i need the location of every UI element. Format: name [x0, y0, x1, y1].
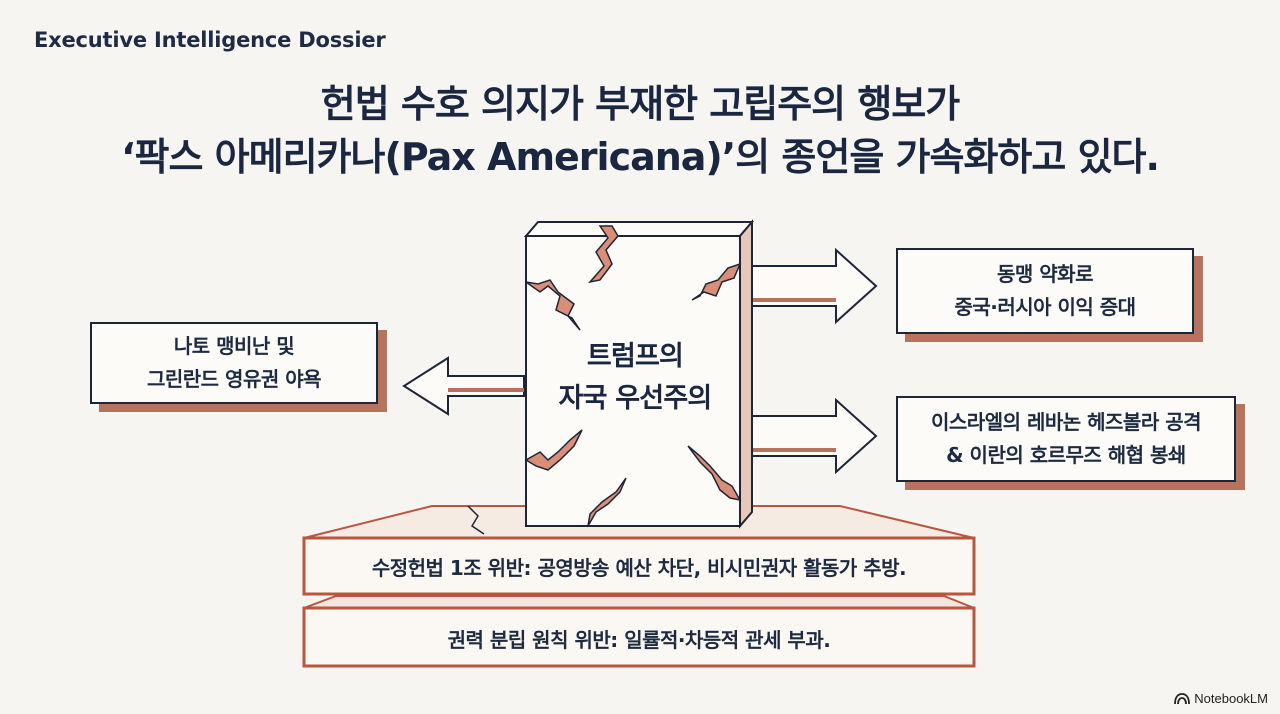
- title-line-1: 헌법 수호 의지가 부재한 고립주의 행보가: [320, 82, 960, 126]
- slab-crack: [467, 505, 485, 535]
- top-slab-front: [302, 536, 976, 596]
- foundation: [302, 505, 976, 668]
- center-label: 트럼프의 자국 우선주의: [525, 336, 745, 420]
- left-box-line-1: 나토 맹비난 및: [173, 334, 295, 358]
- right-bottom-box-line-1: 이스라엘의 레바논 헤즈볼라 공격: [931, 410, 1202, 434]
- pillar-front-face: [525, 235, 741, 527]
- left-arrow: [402, 356, 525, 416]
- title-line-2: ‘팍스 아메리카나(Pax Americana)’의 종언을 가속화하고 있다.: [121, 135, 1160, 179]
- pillar-top-face: [523, 221, 755, 237]
- kicker: Executive Intelligence Dossier: [34, 28, 386, 52]
- right-top-box: 동맹 약화로 중국·러시아 이익 증대: [896, 248, 1194, 334]
- right-top-arrow: [751, 247, 878, 325]
- bottom-slab-top-face: [303, 595, 975, 609]
- page-title: 헌법 수호 의지가 부재한 고립주의 행보가 ‘팍스 아메리카나(Pax Ame…: [0, 78, 1280, 184]
- left-box: 나토 맹비난 및 그린란드 영유권 야욕: [90, 322, 378, 404]
- right-top-box-line-2: 중국·러시아 이익 증대: [954, 295, 1136, 319]
- brand: NotebookLM: [1174, 691, 1268, 706]
- right-top-box-line-1: 동맹 약화로: [997, 262, 1093, 286]
- bottom-slab-label: 권력 분립 원칙 위반: 일률적·차등적 관세 부과.: [447, 628, 831, 652]
- right-bottom-box: 이스라엘의 레바논 헤즈볼라 공격 & 이란의 호르무즈 해협 봉쇄: [896, 396, 1236, 482]
- left-box-line-2: 그린란드 영유권 야욕: [146, 367, 322, 391]
- notebooklm-logo-icon: [1174, 692, 1191, 704]
- top-slab-label: 수정헌법 1조 위반: 공영방송 예산 차단, 비시민권자 활동가 추방.: [371, 556, 907, 580]
- center-label-line-1: 트럼프의: [586, 341, 684, 372]
- cracked-pillar: [523, 219, 755, 529]
- right-bottom-box-line-2: & 이란의 호르무즈 해협 봉쇄: [946, 443, 1186, 467]
- bottom-slab-front: [302, 606, 976, 668]
- brand-label: NotebookLM: [1194, 691, 1268, 706]
- center-label-line-2: 자국 우선주의: [558, 383, 713, 414]
- right-bottom-arrow: [751, 397, 878, 475]
- pillar-cracks: [524, 225, 742, 527]
